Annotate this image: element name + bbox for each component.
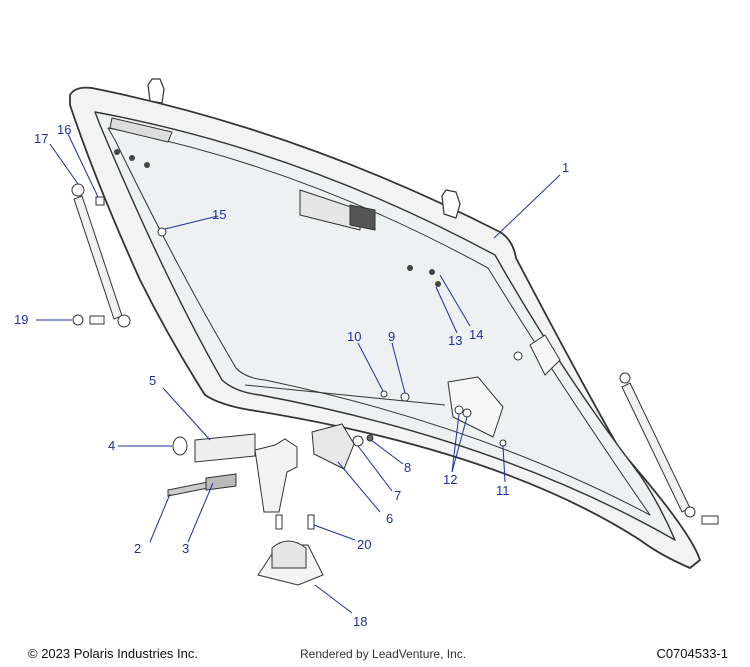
copyright-text: © 2023 Polaris Industries Inc. — [28, 646, 198, 661]
callout-4: 4 — [108, 438, 115, 453]
callout-2: 2 — [134, 541, 141, 556]
callout-7: 7 — [394, 488, 401, 503]
callout-16: 16 — [57, 122, 71, 137]
callout-17: 17 — [34, 131, 48, 146]
rendered-by-text: Rendered by LeadVenture, Inc. — [300, 647, 467, 661]
right-gas-strut — [619, 372, 719, 525]
callout-11: 11 — [496, 483, 510, 498]
callout-13: 13 — [448, 333, 462, 348]
windshield-frame — [69, 78, 701, 569]
callout-20: 20 — [357, 537, 371, 552]
callout-18: 18 — [353, 614, 367, 629]
callout-12: 12 — [443, 472, 457, 487]
callout-3: 3 — [182, 541, 189, 556]
left-gas-strut — [71, 183, 131, 328]
callout-14: 14 — [469, 327, 483, 342]
callout-5: 5 — [149, 373, 156, 388]
leader-lines — [36, 133, 561, 614]
callout-8: 8 — [404, 460, 411, 475]
callout-9: 9 — [388, 329, 395, 344]
callout-10: 10 — [347, 329, 361, 344]
callout-19: 19 — [14, 312, 28, 327]
callout-numbers: 1 2 3 4 5 6 7 8 9 10 11 12 13 14 15 16 1… — [14, 122, 569, 629]
latch-parts — [167, 423, 374, 586]
callout-1: 1 — [562, 160, 569, 175]
callout-6: 6 — [386, 511, 393, 526]
frame-hardware — [114, 149, 523, 447]
diagram-code: C0704533-1 — [656, 646, 728, 661]
nut-and-bolt-19 — [72, 314, 105, 326]
callout-15: 15 — [212, 207, 226, 222]
